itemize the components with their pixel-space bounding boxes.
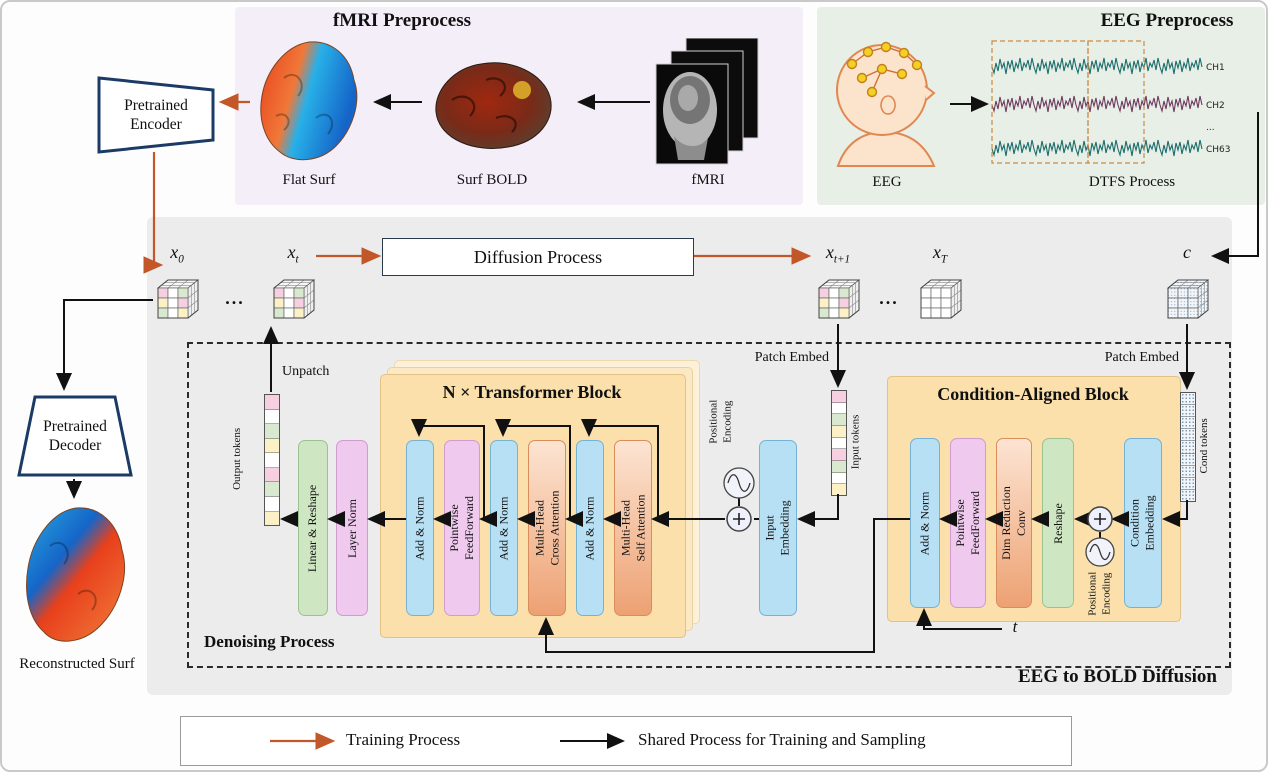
reconstructed-surf-image xyxy=(26,507,126,642)
pretrained-encoder-label: Pretrained Encoder xyxy=(124,96,188,133)
add-norm-block-2: Add & Norm xyxy=(490,440,518,616)
xT-tensor-cube-icon xyxy=(917,278,963,327)
ellipsis-xt1-xT: ... xyxy=(879,288,899,308)
flat-surf-label: Flat Surf xyxy=(282,172,336,188)
positional-encoding-label-cond: Positional Encoding xyxy=(1086,571,1113,617)
legend-training-label: Training Process xyxy=(346,730,461,749)
denoising-process-label: Denoising Process xyxy=(204,632,335,651)
output-tokens-strip xyxy=(264,394,280,526)
x0-tensor-cube-icon xyxy=(154,278,200,327)
transformer-block-title: N × Transformer Block xyxy=(442,382,622,402)
input-embedding-block: Input Embedding xyxy=(759,440,797,616)
fmri-preprocess-title: fMRI Preprocess xyxy=(332,10,472,31)
xt1-label: xt+1 xyxy=(825,242,851,266)
legend-shared-label: Shared Process for Training and Sampling xyxy=(638,730,926,749)
pretrained-decoder-label: Pretrained Decoder xyxy=(43,417,107,454)
diffusion-process-box: Diffusion Process xyxy=(382,238,694,276)
dim-reduction-conv-block: Dim Reduction Conv xyxy=(996,438,1032,608)
layer-norm-block: Layer Norm xyxy=(336,440,368,616)
legend-box xyxy=(180,716,1072,766)
condition-embedding-block: Condition Embedding xyxy=(1124,438,1162,608)
eeg-preprocess-title: EEG Preprocess xyxy=(1100,10,1234,31)
fmri-image xyxy=(655,38,759,165)
ellipsis-x0-xt: ... xyxy=(225,288,245,308)
channel-label-dots: ... xyxy=(1206,123,1215,133)
unpatch-label: Unpatch xyxy=(282,364,330,379)
condition-aligned-block-title: Condition-Aligned Block xyxy=(937,384,1129,404)
dtfs-window-2 xyxy=(1087,40,1145,164)
dtfs-window-1 xyxy=(991,40,1089,164)
pointwise-feedforward-block-2: Pointwise FeedForward xyxy=(950,438,986,608)
multi-head-self-attention-block: Multi-Head Self Attention xyxy=(614,440,652,616)
patch-embed-cond-label: Patch Embed xyxy=(1104,350,1179,365)
eeg-waveforms: CH1 CH2 ... CH63 xyxy=(991,40,1231,164)
c-label: c xyxy=(1183,242,1191,262)
pretrained-decoder-shape xyxy=(17,395,133,477)
channel-label-ch1: CH1 xyxy=(1206,63,1225,73)
x0-label: x0 xyxy=(170,242,184,266)
reconstructed-surf-label: Reconstructed Surf xyxy=(19,656,135,672)
dtfs-process-label: DTFS Process xyxy=(1088,174,1176,190)
cond-tokens-label: Cond tokens xyxy=(1198,418,1211,474)
channel-label-ch2: CH2 xyxy=(1206,101,1225,111)
patch-embed-input-label: Patch Embed xyxy=(754,350,829,365)
t-label: t xyxy=(1012,617,1018,636)
eeg-label: EEG xyxy=(872,174,902,190)
xt-tensor-cube-icon xyxy=(270,278,316,327)
eeg-to-bold-diffusion-title: EEG to BOLD Diffusion xyxy=(1017,666,1217,687)
surf-bold-image xyxy=(435,62,552,149)
flat-surf-image xyxy=(260,41,358,161)
xt-label: xt xyxy=(287,242,299,266)
positional-encoding-label-input: Positional Encoding xyxy=(707,399,734,445)
multi-head-cross-attention-block: Multi-Head Cross Attention xyxy=(528,440,566,616)
linear-reshape-block: Linear & Reshape xyxy=(298,440,328,616)
fmri-label: fMRI xyxy=(691,172,725,188)
input-tokens-label: Input tokens xyxy=(849,414,862,470)
channel-label-ch63: CH63 xyxy=(1206,145,1231,155)
xt1-tensor-cube-icon xyxy=(815,278,861,327)
add-norm-block-3: Add & Norm xyxy=(576,440,604,616)
pointwise-feedforward-block-1: Pointwise FeedForward xyxy=(444,440,480,616)
denoising-process-box xyxy=(187,342,1231,668)
eeg-head-image xyxy=(836,41,936,167)
pretrained-encoder-shape xyxy=(97,76,215,154)
cond-tokens-strip xyxy=(1180,392,1196,502)
c-tensor-cube-icon xyxy=(1164,278,1210,327)
input-tokens-strip xyxy=(831,390,847,496)
add-norm-block-1: Add & Norm xyxy=(406,440,434,616)
xT-label: xT xyxy=(932,242,948,266)
reshape-block: Reshape xyxy=(1042,438,1074,608)
output-tokens-label: Output tokens xyxy=(231,427,244,491)
add-norm-block-4: Add & Norm xyxy=(910,438,940,608)
surf-bold-label: Surf BOLD xyxy=(456,172,528,188)
